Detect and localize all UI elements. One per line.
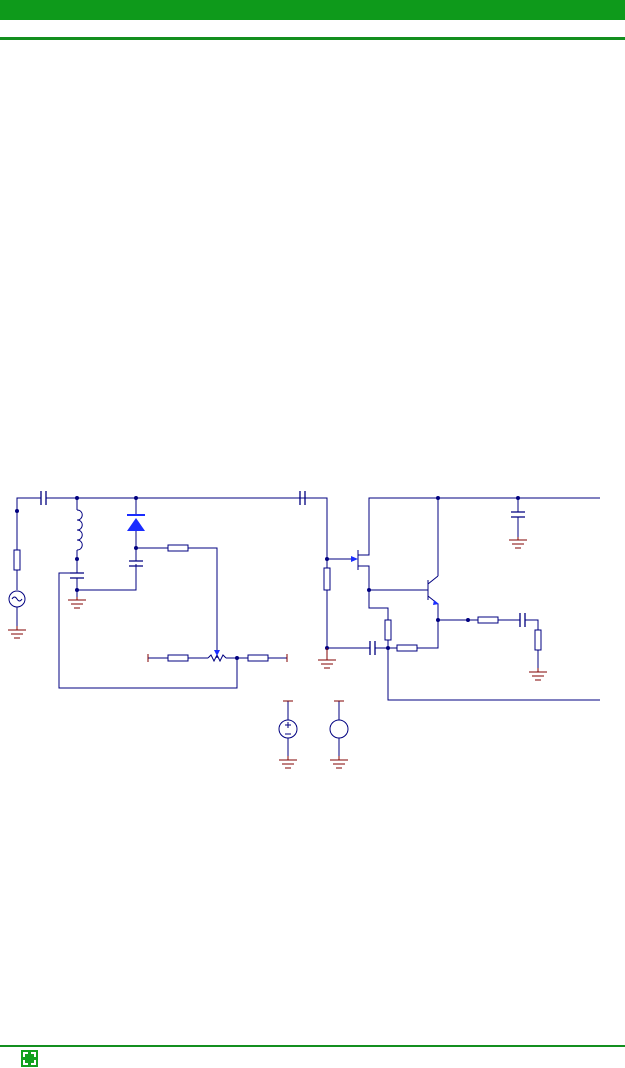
diode-bar [127, 514, 145, 516]
resistor-source [13, 549, 21, 571]
diode-icon [127, 518, 145, 531]
junction [367, 588, 371, 592]
ground-icon [509, 537, 527, 549]
wire-left-top [16, 497, 305, 511]
wire-dc-sources [287, 701, 340, 756]
resistor-source-follower [396, 644, 418, 652]
wire-coupling [305, 497, 439, 649]
ground-icon [318, 648, 336, 669]
jfet-arrow-icon [351, 556, 358, 562]
junction [325, 557, 329, 561]
capacitor-decoupling [511, 511, 525, 518]
junction [386, 646, 390, 650]
junction [75, 496, 79, 500]
ground-icon [8, 626, 26, 639]
capacitor-source [369, 641, 376, 655]
capacitor-output [519, 613, 526, 627]
junction [235, 656, 239, 660]
inductor-icon [76, 509, 83, 551]
wire-jfet [327, 497, 600, 570]
header-band [0, 0, 625, 20]
junction [516, 496, 520, 500]
ground-icon [68, 597, 86, 609]
ground-icon [279, 756, 297, 769]
junction [466, 618, 470, 622]
junction [75, 588, 79, 592]
resistor-emitter [477, 616, 499, 624]
junction [436, 496, 440, 500]
resistor-bias [167, 544, 189, 552]
junction [436, 618, 440, 622]
capacitor-tank [70, 572, 84, 579]
dc-source-plus-icon [278, 719, 298, 739]
ac-wave-icon [11, 596, 23, 602]
ground-icon [529, 668, 547, 681]
resistor-load [534, 629, 542, 651]
junction [134, 546, 138, 550]
ac-source-icon [8, 590, 26, 608]
footer-rule [0, 1045, 625, 1047]
header-rule [0, 37, 625, 40]
capacitor-input [40, 491, 47, 505]
bjt-arrow-icon [433, 600, 439, 605]
wire-feedback [58, 572, 238, 689]
junction [15, 509, 19, 513]
resistor-pot-right [247, 654, 269, 662]
wire-emitter [438, 619, 539, 668]
plus-sign-icon [285, 722, 291, 728]
resistor-gate [323, 567, 331, 591]
wire-tank-bottom [77, 564, 137, 591]
dc-source-icon [329, 719, 349, 739]
circuit-logo-icon [21, 1050, 38, 1067]
junction [134, 496, 138, 500]
wire-jfet-source [358, 565, 418, 591]
pot-ends [147, 654, 288, 662]
transistor-bjt [418, 498, 439, 620]
resistor-pot-left [167, 654, 189, 662]
pot-wiper-icon [214, 650, 220, 656]
resistor-drain [384, 619, 392, 641]
ground-icon [330, 756, 348, 769]
wire-bias [136, 547, 218, 658]
junction [75, 557, 79, 561]
wire-drain-res [368, 590, 600, 701]
